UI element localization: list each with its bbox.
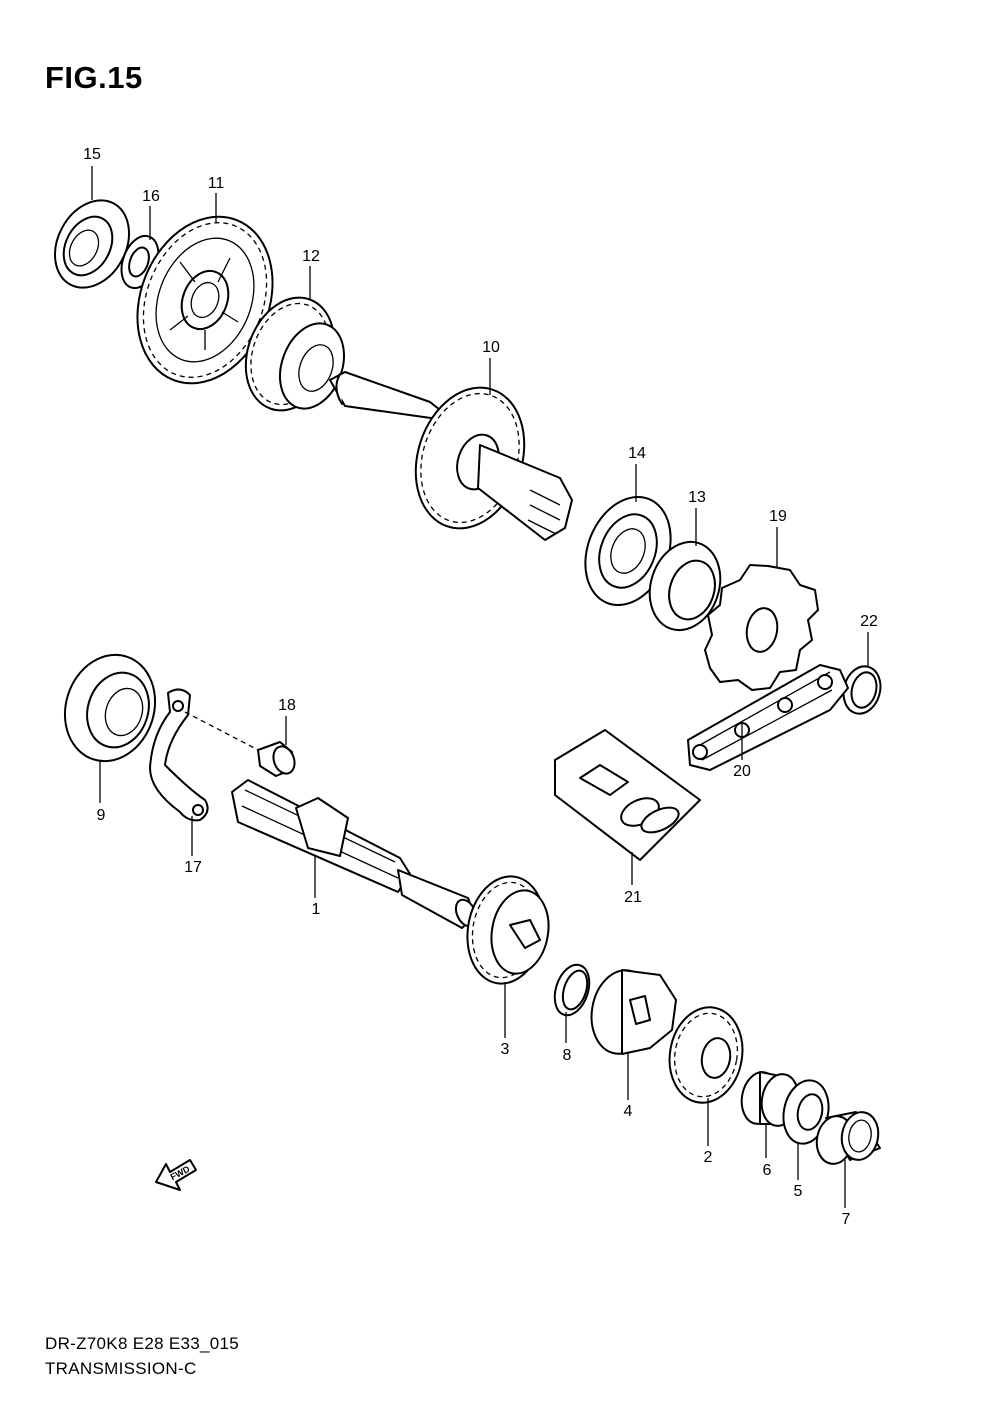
leader-lines	[91, 166, 869, 1208]
callout-20: 20	[733, 763, 751, 780]
model-code: DR-Z70K8 E28 E33_015	[45, 1334, 240, 1353]
input-shaft-1	[231, 779, 478, 929]
callout-14: 14	[628, 445, 646, 462]
callout-9: 9	[97, 807, 106, 824]
callout-18: 18	[278, 697, 296, 714]
callout-4: 4	[624, 1103, 633, 1120]
drive-sprocket-19	[704, 564, 819, 691]
figure-title: FIG.15	[45, 60, 143, 95]
ball-bearing-14	[584, 495, 672, 607]
callout-3: 3	[501, 1041, 510, 1058]
callout-8: 8	[563, 1047, 572, 1064]
large-gear-11	[136, 215, 274, 385]
callout-21: 21	[624, 889, 642, 906]
ball-bearing-9	[63, 653, 157, 763]
callout-13: 13	[688, 489, 706, 506]
gear-3	[466, 875, 550, 985]
callout-7: 7	[842, 1211, 851, 1228]
countershaft-10	[329, 371, 573, 541]
oil-seal-13	[648, 540, 722, 632]
forward-arrow-icon: FWD	[155, 1159, 197, 1191]
callout-5: 5	[794, 1183, 803, 1200]
needle-bearing-7	[815, 1111, 881, 1165]
callout-22: 22	[860, 613, 878, 630]
callout-1: 1	[312, 901, 321, 918]
callout-numbers: 15 16 11 12 10 14 13 19 22 18 20 9 17 21…	[83, 146, 878, 1228]
callout-11: 11	[208, 175, 225, 192]
callout-16: 16	[142, 188, 160, 205]
callout-12: 12	[302, 248, 320, 265]
callout-15: 15	[83, 146, 101, 163]
callout-10: 10	[482, 339, 500, 356]
circlip-8	[553, 963, 591, 1017]
callout-6: 6	[763, 1162, 772, 1179]
chain-joint-kit-21	[554, 729, 701, 861]
screw-18	[184, 711, 296, 777]
section-name: TRANSMISSION-C	[45, 1359, 197, 1378]
washer-5	[782, 1079, 830, 1145]
callout-19: 19	[769, 508, 787, 525]
gear-4	[590, 969, 677, 1055]
bearing-retainer-17	[149, 688, 209, 822]
callout-2: 2	[704, 1149, 713, 1166]
gear-2	[668, 1006, 744, 1104]
callout-17: 17	[184, 859, 202, 876]
